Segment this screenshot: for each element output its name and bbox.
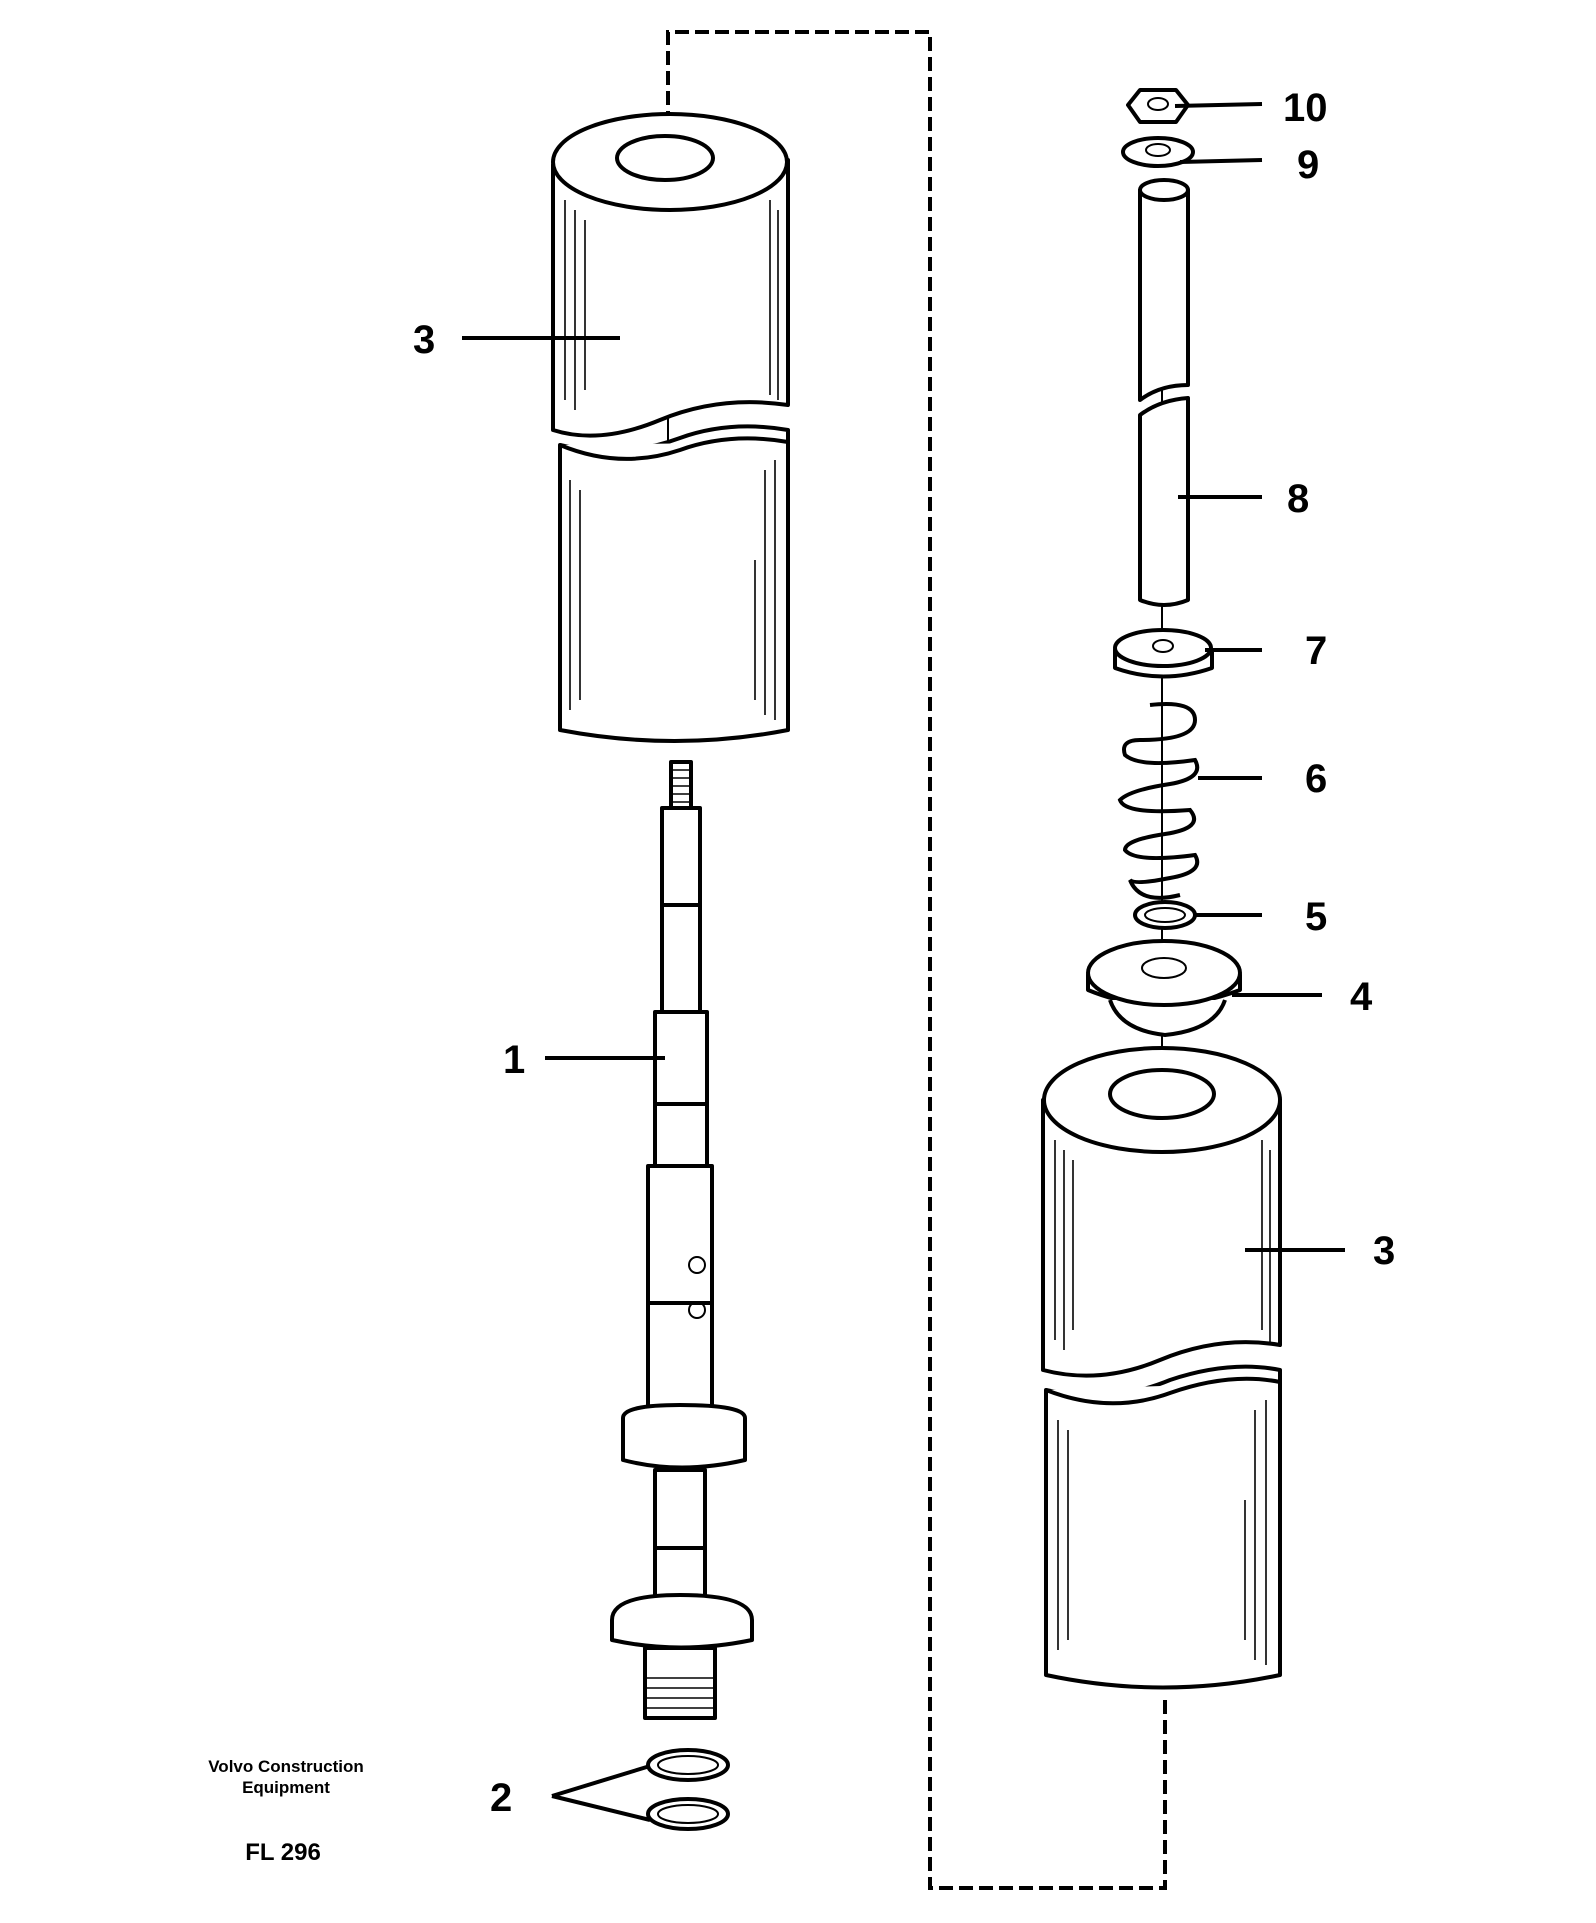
callout-8: 8	[1287, 477, 1309, 521]
callout-10: 10	[1283, 86, 1328, 130]
callout-3-right: 3	[1373, 1229, 1395, 1273]
bushing	[1086, 939, 1242, 1037]
washer	[1121, 136, 1195, 168]
callout-1: 1	[503, 1038, 525, 1082]
company-name-line1: Volvo Construction	[208, 1757, 364, 1776]
nut	[1126, 88, 1190, 124]
company-name-line2: Equipment	[242, 1778, 330, 1797]
callout-7: 7	[1305, 629, 1327, 673]
callout-5: 5	[1305, 895, 1327, 939]
o-rings	[646, 1748, 730, 1831]
sleeve-right	[1041, 1046, 1282, 1690]
callout-2: 2	[490, 1776, 512, 1820]
sleeve-left	[551, 112, 790, 743]
callout-9: 9	[1297, 143, 1319, 187]
callout-3-left: 3	[413, 318, 435, 362]
spring-seat	[1113, 628, 1214, 679]
spring	[1117, 702, 1200, 900]
footer: Volvo Construction Equipment FL 296	[208, 1757, 364, 1866]
pipe	[1138, 178, 1190, 607]
leader-lines	[462, 102, 1345, 1822]
ring	[1133, 900, 1197, 930]
spindle	[610, 760, 754, 1720]
callout-numbers: 10 9 8 7 6 5 4 3 3 1 2	[413, 86, 1395, 1820]
figure-code: FL 296	[245, 1839, 321, 1866]
callout-6: 6	[1305, 757, 1327, 801]
callout-4: 4	[1350, 975, 1373, 1019]
